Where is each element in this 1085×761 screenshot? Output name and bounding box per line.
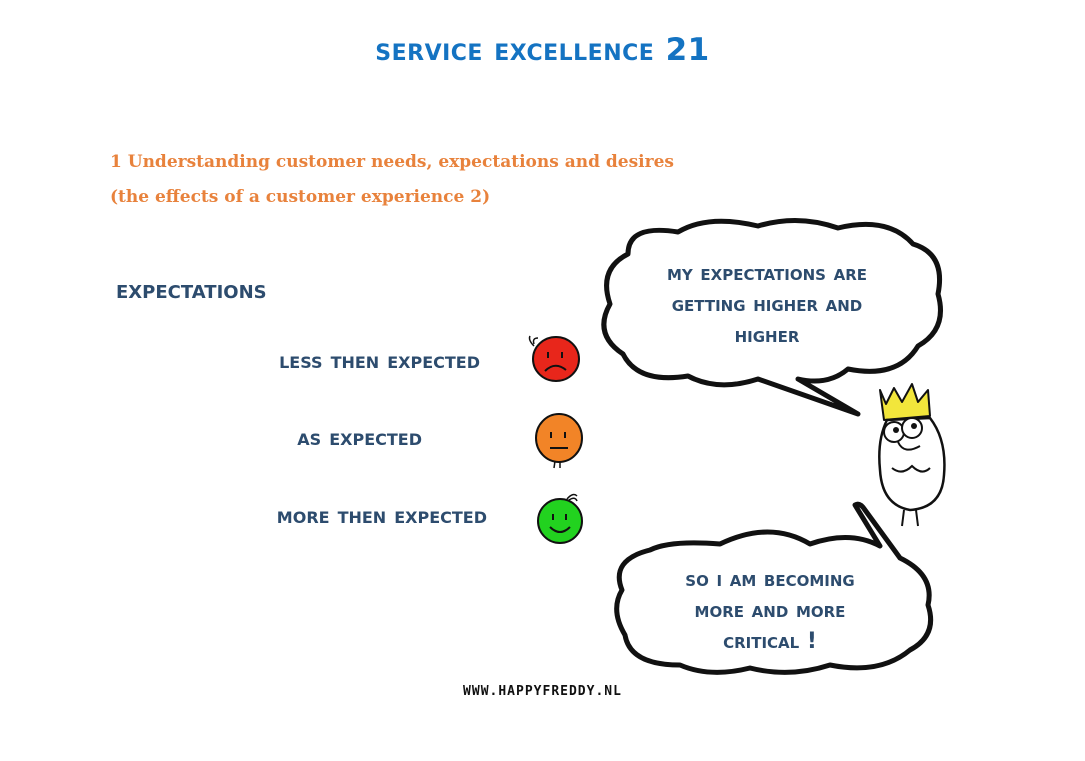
happy-face-icon bbox=[537, 493, 583, 544]
level-label-more: MORE THEN EXPECTED bbox=[276, 503, 487, 529]
neutral-face-icon bbox=[535, 413, 583, 469]
subtitle-line-2: (the effects of a customer experience 2) bbox=[110, 187, 491, 207]
expectations-heading: EXPECTATIONS bbox=[116, 275, 267, 304]
page-title: SERVICE EXCELLENCE 21 bbox=[375, 32, 710, 68]
level-label-as: AS EXPECTED bbox=[297, 425, 422, 451]
bottom-bubble-line-1: SO I AM BECOMING bbox=[685, 567, 855, 592]
website-footer[interactable]: WWW.HAPPYFREDDY.NL bbox=[463, 684, 622, 699]
bottom-speech-bubble bbox=[614, 501, 934, 675]
sad-face-icon bbox=[528, 335, 580, 382]
king-character-icon bbox=[878, 383, 946, 527]
top-speech-bubble bbox=[601, 218, 943, 417]
level-label-less: LESS THEN EXPECTED bbox=[279, 348, 480, 374]
top-bubble-line-1: MY EXPECTATIONS ARE bbox=[666, 261, 867, 286]
top-bubble-text: MY EXPECTATIONS ARE GETTING HIGHER AND H… bbox=[612, 258, 922, 351]
top-bubble-line-3: HIGHER bbox=[734, 323, 800, 348]
bottom-bubble-line-3: CRITICAL ! bbox=[723, 629, 817, 654]
bottom-bubble-line-2: MORE AND MORE bbox=[694, 598, 846, 623]
bottom-bubble-text: SO I AM BECOMING MORE AND MORE CRITICAL … bbox=[630, 564, 910, 657]
top-bubble-line-2: GETTING HIGHER AND bbox=[671, 292, 863, 317]
subtitle-line-1: 1 Understanding customer needs, expectat… bbox=[110, 152, 674, 172]
